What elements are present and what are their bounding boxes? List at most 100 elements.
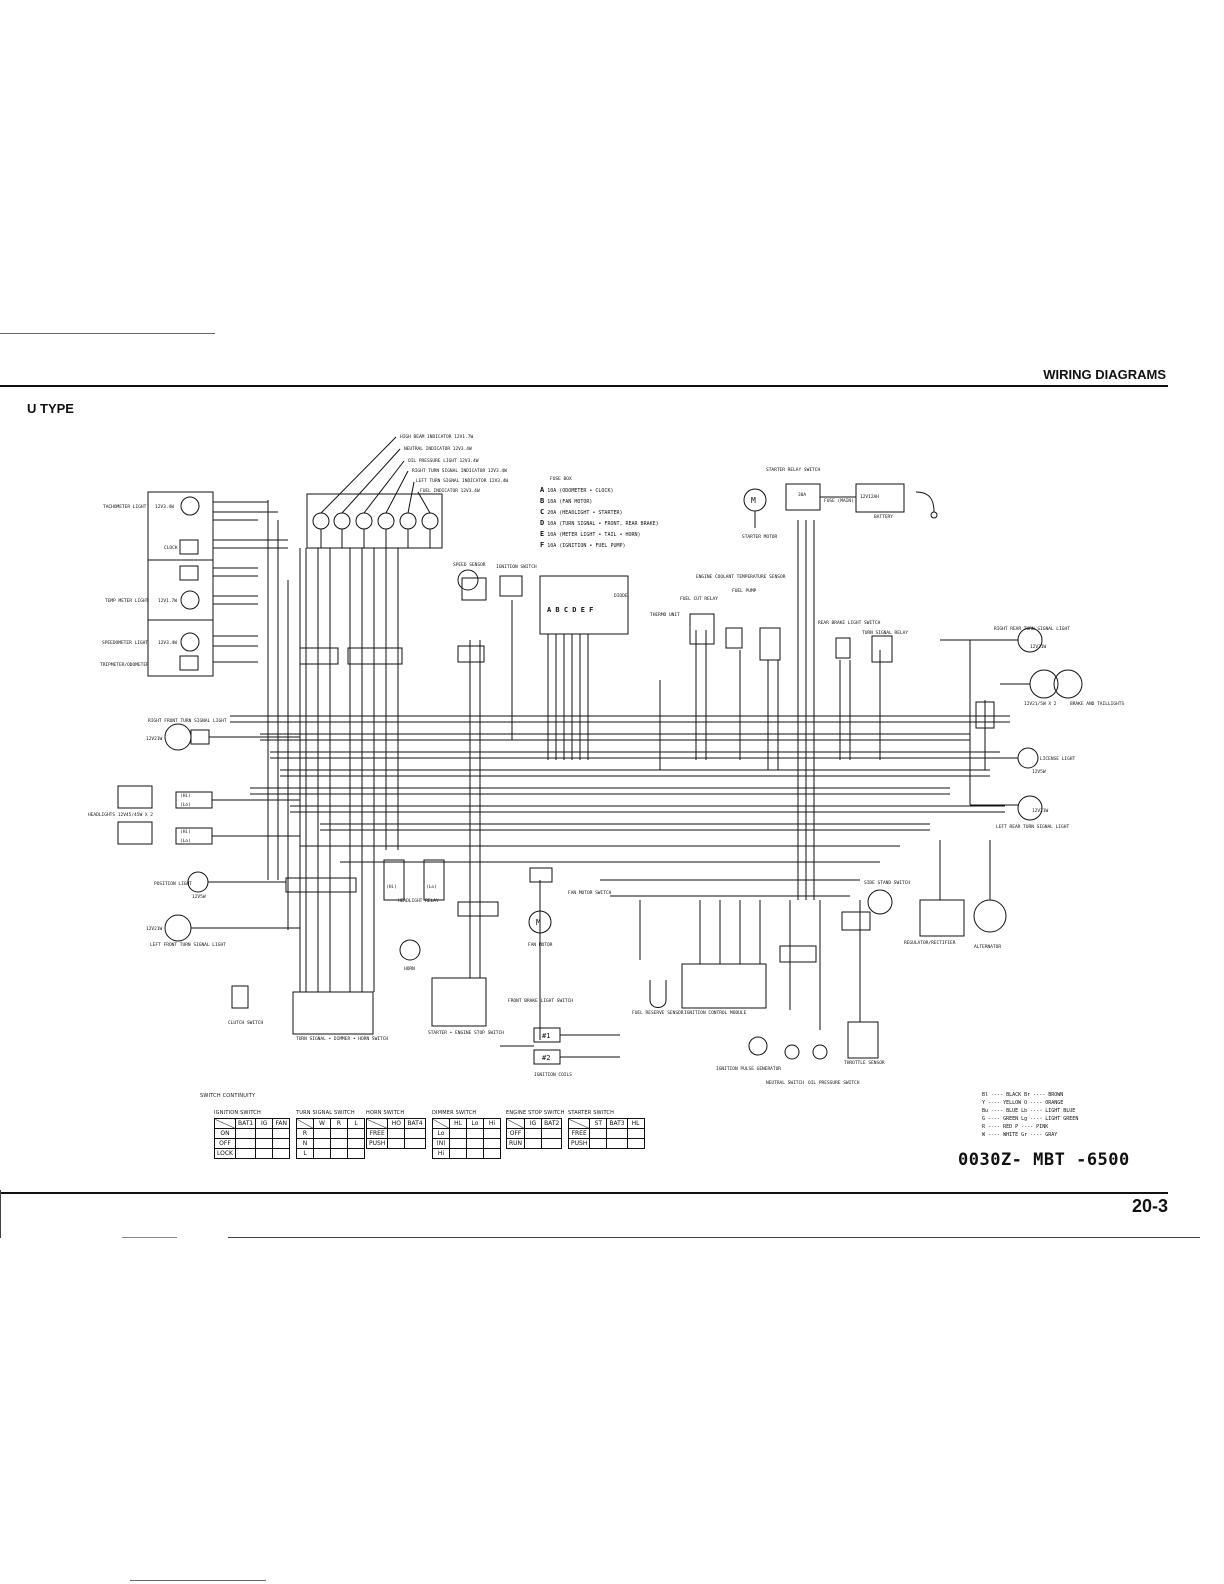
tripmeter-label: TRIPMETER/ODOMETER xyxy=(100,662,149,668)
headlight-hi-label: (Hi) xyxy=(180,793,191,799)
switch-cell xyxy=(330,1128,348,1139)
switch-col-header: W xyxy=(313,1118,331,1129)
pulse-gen-label: IGNITION PULSE GENERATOR xyxy=(716,1066,781,1072)
turn-dimmer-horn-switch-block xyxy=(292,991,374,1035)
switch-cell xyxy=(313,1138,331,1149)
throttle-label: THROTTLE SENSOR xyxy=(844,1060,885,1066)
indicator-label-1: HIGH BEAM INDICATOR 12V1.7W xyxy=(400,434,473,440)
top-left-rule xyxy=(0,333,215,334)
turn-signal-relay-label: TURN SIGNAL RELAY xyxy=(862,630,908,636)
switch-table-corner xyxy=(365,1118,389,1129)
switch-cell xyxy=(313,1128,331,1139)
type-label: U TYPE xyxy=(27,401,74,416)
switch-cell xyxy=(483,1148,501,1159)
switch-col-header: Lo xyxy=(466,1118,484,1129)
switch-cell xyxy=(626,1128,645,1139)
starter-stop-switch-label: STARTER • ENGINE STOP SWITCH xyxy=(428,1030,504,1036)
motor-symbol-starter: M xyxy=(751,496,756,505)
alternator-symbol xyxy=(973,899,1007,933)
throttle-sensor-box xyxy=(847,1021,879,1059)
motor-symbol-fan: M xyxy=(536,918,541,927)
horn-label: HORN xyxy=(404,966,415,972)
switch-col-header: Hi xyxy=(483,1118,501,1129)
footer-rule xyxy=(0,1192,1168,1194)
front-lamps xyxy=(117,723,300,942)
page-number: 20-3 xyxy=(1131,1196,1168,1216)
neutral-switch-label: NEUTRAL SWITCH xyxy=(766,1080,804,1086)
indicator-label-5: LEFT TURN SIGNAL INDICATOR 12V3.4W xyxy=(416,478,508,484)
turn-dimmer-horn-label: TURN SIGNAL • DIMMER • HORN SWITCH xyxy=(296,1036,388,1042)
switch-cell xyxy=(449,1138,467,1149)
fusebox-title: FUSE BOX xyxy=(550,476,572,482)
legend-row: G ---- GREEN Lg ---- LIGHT GREEN xyxy=(982,1116,1079,1122)
clutch-switch-symbol xyxy=(231,985,249,1009)
switch-table-title-2: HORN SWITCH xyxy=(366,1110,405,1116)
position-light-rating: 12V5W xyxy=(192,894,206,900)
ignition-coils-label: IGNITION COILS xyxy=(534,1072,572,1078)
switch-table-corner xyxy=(296,1118,314,1129)
left-front-turn-rating: 12V21W xyxy=(146,926,163,932)
fuse-c: C 20A (HEADLIGHT • STARTER) xyxy=(540,508,623,516)
rear-lamps xyxy=(940,627,1083,821)
left-edge-rule xyxy=(0,1190,1,1238)
switch-row-label: OFF xyxy=(505,1128,526,1139)
fuel-reserve-label: FUEL RESERVE SENSOR xyxy=(632,1010,684,1016)
switch-cell xyxy=(330,1138,348,1149)
switch-cell xyxy=(589,1128,608,1139)
ignition-switch-label: IGNITION SWITCH xyxy=(496,564,537,570)
switch-col-header: L xyxy=(347,1118,365,1129)
indicator-bulbs xyxy=(312,436,439,548)
fan-motor-label: FAN MOTOR xyxy=(528,942,553,948)
switch-cell xyxy=(483,1128,501,1139)
speedometer-rating: 12V3.4W xyxy=(158,640,177,646)
legend-row: Bu ---- BLUE Lb ---- LIGHT BLUE xyxy=(982,1108,1076,1114)
switch-row-label: Hi xyxy=(432,1148,450,1159)
switch-cell xyxy=(466,1138,484,1149)
switch-col-header: BAT2 xyxy=(541,1118,563,1129)
switch-cell xyxy=(387,1138,406,1149)
coil-2-label: #2 xyxy=(542,1054,550,1062)
switch-cell xyxy=(255,1128,274,1139)
oil-switch-label: OIL PRESSURE SWITCH xyxy=(808,1080,860,1086)
switch-cell xyxy=(524,1138,543,1149)
right-rear-turn-label: RIGHT REAR TURN SIGNAL LIGHT xyxy=(994,626,1070,632)
switch-cell xyxy=(466,1128,484,1139)
coil-1-label: #1 xyxy=(542,1032,550,1040)
switch-col-header: IG xyxy=(255,1118,274,1129)
switch-row-label: RUN xyxy=(505,1138,526,1149)
right-front-turn-rating: 12V21W xyxy=(146,736,163,742)
part-number: 0030Z- MBT -6500 xyxy=(958,1150,1130,1170)
switch-cell xyxy=(272,1138,291,1149)
meter-panel-bulbs xyxy=(179,496,288,671)
bottom-rule-2 xyxy=(228,1237,1200,1238)
switch-cell xyxy=(234,1138,257,1149)
horn-symbol xyxy=(399,939,421,961)
switch-cell xyxy=(466,1148,484,1159)
right-rear-turn-rating: 12V21W xyxy=(1030,644,1047,650)
switch-cell xyxy=(255,1138,274,1149)
fuse-main-rating: 30A xyxy=(798,492,806,498)
ignition-control-module xyxy=(681,963,767,1009)
thermo-unit-label: THERMO UNIT xyxy=(650,612,680,618)
switch-cell xyxy=(626,1138,645,1149)
position-light-label: POSITION LIGHT xyxy=(154,881,192,887)
indicator-label-4: RIGHT TURN SIGNAL INDICATOR 12V3.4W xyxy=(412,468,507,474)
side-stand-label: SIDE STAND SWITCH xyxy=(864,880,910,886)
fuel-cut-relay-label: FUEL CUT RELAY xyxy=(680,596,718,602)
switch-row-label: (N) xyxy=(432,1138,450,1149)
switch-table-title-5: STARTER SWITCH xyxy=(568,1110,615,1116)
switch-table-title-1: TURN SIGNAL SWITCH xyxy=(296,1110,355,1116)
switch-row-label: L xyxy=(296,1148,314,1159)
alternator-label: ALTERNATOR xyxy=(974,944,1001,950)
left-rear-turn-label: LEFT REAR TURN SIGNAL LIGHT xyxy=(996,824,1069,830)
switch-col-header: ST xyxy=(589,1118,608,1129)
indicator-label-2: NEUTRAL INDICATOR 12V3.4W xyxy=(404,446,472,452)
very-bottom-rule xyxy=(130,1580,266,1581)
starter-stop-switch-block xyxy=(431,977,487,1027)
headlight-lo-label-2: (Lo) xyxy=(180,838,191,844)
neutral-switch-symbol xyxy=(784,1044,800,1060)
license-rating: 12V5W xyxy=(1032,769,1046,775)
